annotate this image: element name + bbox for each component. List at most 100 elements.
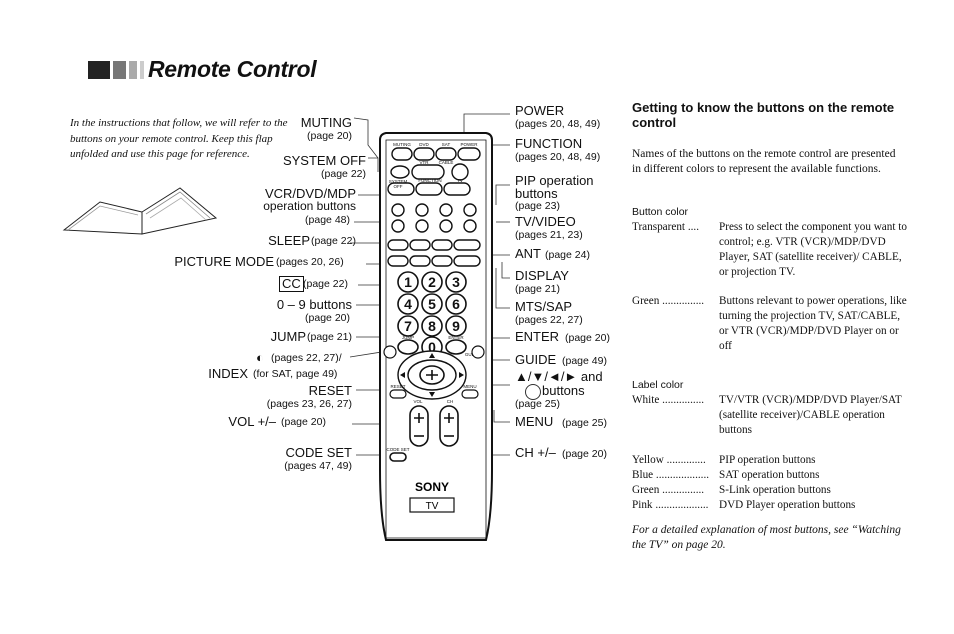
callout-guide: GUIDE — [515, 352, 557, 367]
callout-reset: RESET — [308, 383, 352, 398]
remote-label-vtr: VTR — [420, 160, 430, 165]
callout-vol-pages: (page 20) — [281, 416, 326, 428]
callout-arrow-buttons-2: buttons — [542, 383, 585, 398]
callout-menu: MENU — [515, 414, 554, 429]
remote-digit-2: 2 — [428, 274, 436, 290]
remote-label-ch: CH — [447, 399, 454, 404]
callout-index: INDEX — [208, 366, 248, 381]
remote-digit-9: 9 — [452, 318, 460, 334]
callout-system-off-pages: (page 22) — [321, 168, 366, 180]
label-color-desc-yellow: PIP operation buttons — [719, 454, 816, 466]
button-color-name-green: Green ............... — [632, 295, 705, 307]
callout-tv-video-pages: (pages 21, 23) — [515, 229, 583, 241]
button-color-desc-transparent: Press to select the component you want t… — [719, 221, 907, 278]
remote-model-label: TV — [426, 501, 439, 512]
callout-reset-pages: (pages 23, 26, 27) — [266, 398, 352, 410]
remote-label-cable: CABLE — [439, 160, 454, 165]
remote-digit-1: 1 — [404, 274, 412, 290]
jump-symbol-icon: ◐ — [256, 350, 264, 365]
callout-guide-pages: (page 49) — [562, 355, 607, 367]
remote-digit-3: 3 — [452, 274, 460, 290]
callout-ant: ANT — [515, 246, 541, 261]
remote-label-jump: JUMP — [402, 335, 414, 340]
callout-ch-pages: (page 20) — [562, 448, 607, 460]
header-icon — [88, 60, 148, 85]
callout-vcr-operation: operation buttons — [263, 199, 356, 213]
callout-mts-sap-pages: (pages 22, 27) — [515, 314, 583, 326]
callout-code-set-pages: (pages 47, 49) — [284, 460, 352, 472]
callout-vcr-dvd-mdp: VCR/DVD/MDP — [264, 186, 356, 201]
callout-ch: CH +/– — [515, 445, 556, 460]
callout-ant-pages: (page 24) — [545, 249, 590, 261]
button-color-name-transparent: Transparent .... — [632, 221, 700, 233]
label-color-name-white: White ............... — [632, 394, 705, 406]
remote-label-function: FUNCTION — [418, 178, 441, 183]
callout-picture-mode: PICTURE MODE — [174, 254, 274, 269]
remote-label-off: OFF — [394, 184, 403, 189]
label-color-title: Label color — [632, 379, 684, 391]
button-color-desc-green: Buttons relevant to power operations, li… — [719, 295, 907, 352]
callout-cc-pages: (page 22) — [303, 278, 348, 290]
callout-function-pages: (pages 20, 48, 49) — [515, 151, 601, 163]
remote-brand-logo: SONY — [415, 480, 449, 494]
callout-index-pages: (for SAT, page 49) — [253, 368, 338, 380]
callout-power: POWER — [515, 103, 565, 118]
callout-jump-pages-2: (pages 22, 27)/ — [271, 352, 342, 364]
callout-vcr-pages: (page 48) — [305, 214, 350, 226]
remote-digit-4: 4 — [404, 296, 412, 312]
callout-vol: VOL +/– — [228, 414, 276, 429]
callout-function: FUNCTION — [515, 136, 583, 151]
remote-label-sat: SAT — [442, 142, 451, 147]
label-color-desc-pink: DVD Player operation buttons — [719, 499, 856, 511]
remote-digit-6: 6 — [452, 296, 460, 312]
callout-system-off: SYSTEM OFF — [282, 153, 366, 168]
label-color-name-blue: Blue ................... — [632, 469, 710, 481]
button-color-title: Button color — [632, 206, 689, 218]
callout-display: DISPLAY — [515, 268, 569, 283]
label-color-desc-blue: SAT operation buttons — [719, 469, 820, 481]
label-color-name-pink: Pink ................... — [632, 499, 709, 511]
remote-label-tv: TV — [457, 178, 463, 183]
remote-label-menu: MENU — [463, 384, 476, 389]
footer-note: For a detailed explanation of most butto… — [632, 524, 901, 551]
page-title: Remote Control — [148, 56, 317, 82]
remote-digit-5: 5 — [428, 296, 436, 312]
remote-digit-7: 7 — [404, 318, 412, 334]
joystick-icon — [525, 384, 541, 400]
callout-menu-pages: (page 25) — [562, 417, 607, 429]
callout-code-set: CODE SET — [285, 445, 352, 460]
open-book-icon — [60, 178, 220, 243]
section-body: Names of the buttons on the remote contr… — [632, 148, 896, 175]
callout-pip-pages: (page 23) — [515, 200, 560, 212]
remote-label-system: SYSTEM — [389, 179, 408, 184]
callout-muting: MUTING — [300, 115, 352, 130]
remote-label-vol: VOL — [413, 399, 423, 404]
callout-muting-pages: (page 20) — [307, 130, 352, 142]
callout-tv-video: TV/VIDEO — [515, 214, 576, 229]
callout-display-pages: (page 21) — [515, 283, 560, 295]
callout-digit-pages: (page 20) — [305, 312, 350, 324]
callout-enter: ENTER — [515, 329, 560, 344]
label-color-name-green: Green ............... — [632, 484, 705, 496]
callout-mts-sap: MTS/SAP — [515, 299, 573, 314]
callout-cc: CC — [279, 276, 304, 292]
intro-text: In the instructions that follow, we will… — [70, 117, 288, 160]
callout-pip: PIP operation buttons — [515, 173, 594, 201]
label-color-name-yellow: Yellow .............. — [632, 454, 706, 466]
label-color-desc-white: TV/VTR (VCR)/MDP/DVD Player/SAT (satelli… — [719, 394, 902, 436]
remote-label-muting: MUTING — [393, 142, 411, 147]
remote-label-codeset: CODE SET — [386, 447, 409, 452]
remote-label-reset: RESET — [390, 384, 405, 389]
callout-jump-pages: (page 21) — [307, 331, 352, 343]
callout-enter-pages: (page 20) — [565, 332, 610, 344]
callout-arrow-buttons: ▲/▼/◄/► and — [515, 369, 603, 384]
remote-digit-8: 8 — [428, 318, 436, 334]
remote-label-enter: ENTER — [448, 335, 464, 340]
callout-picture-mode-pages: (pages 20, 26) — [276, 256, 344, 268]
callout-power-pages: (pages 20, 48, 49) — [515, 118, 601, 130]
label-color-desc-green: S-Link operation buttons — [719, 484, 831, 496]
callout-digit-buttons: 0 – 9 buttons — [276, 297, 352, 312]
section-heading: Getting to know the buttons on the remot… — [632, 100, 895, 130]
callout-arrow-pages: (page 25) — [515, 398, 560, 410]
